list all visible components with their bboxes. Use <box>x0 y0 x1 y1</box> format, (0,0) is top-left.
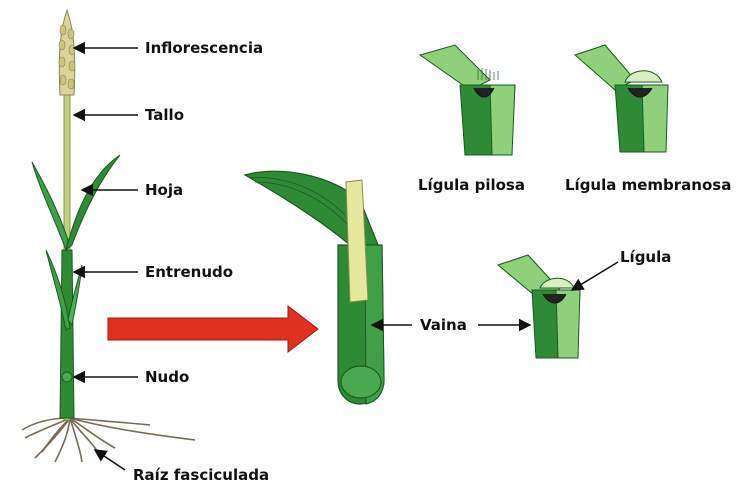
label-tallo: Tallo <box>145 106 184 124</box>
whole-plant-illustration <box>22 10 195 462</box>
label-ligula-pilosa: Lígula pilosa <box>418 176 525 194</box>
label-entrenudo: Entrenudo <box>145 263 233 281</box>
enlarged-sheath-illustration <box>245 171 384 404</box>
label-ligula-membranosa: Lígula membranosa <box>565 176 731 194</box>
label-hoja: Hoja <box>145 181 183 199</box>
ligula-detail-illustration <box>498 255 580 358</box>
label-raiz: Raíz fasciculada <box>133 466 269 484</box>
label-inflorescencia: Inflorescencia <box>145 39 263 57</box>
label-vaina: Vaina <box>420 316 467 334</box>
red-arrow-icon <box>108 306 318 352</box>
ligula-pilosa-illustration <box>420 45 515 155</box>
label-ligula: Lígula <box>620 248 671 266</box>
label-nudo: Nudo <box>145 368 189 386</box>
ligula-leader <box>572 262 618 290</box>
inflorescence-illustration <box>59 10 75 95</box>
ligula-membranosa-illustration <box>575 45 668 152</box>
roots-illustration <box>22 418 195 462</box>
raiz-leader <box>95 450 125 470</box>
